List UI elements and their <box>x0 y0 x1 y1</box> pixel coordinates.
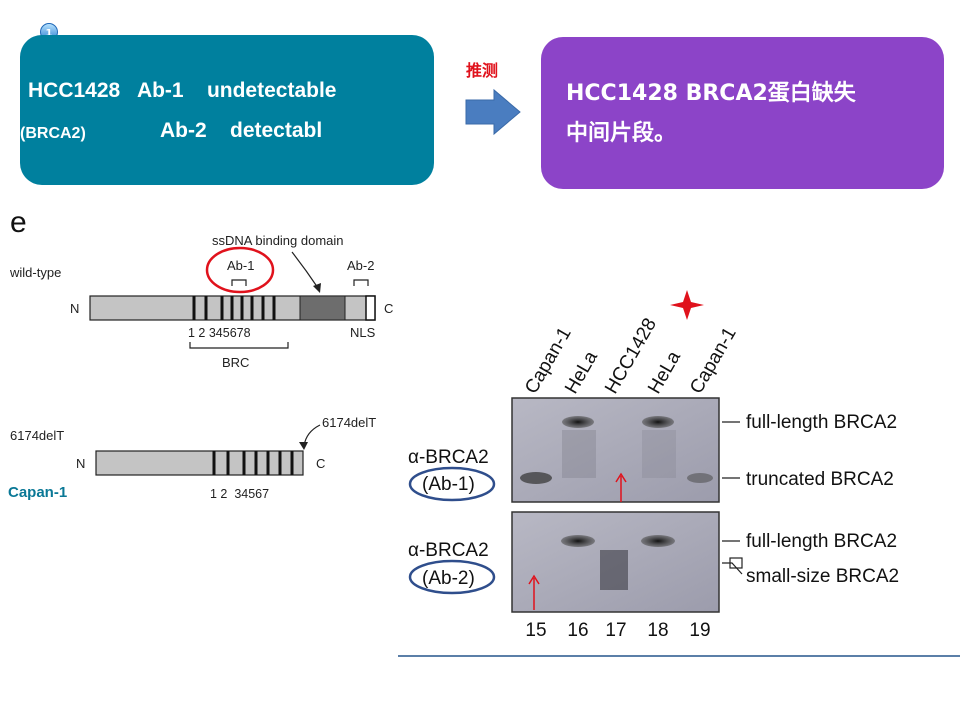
infer-label: 推测 <box>466 61 499 80</box>
band-fl-lane18-top <box>642 416 674 428</box>
brc-bracket <box>189 342 289 349</box>
band-trunc-lane19 <box>687 473 713 483</box>
lane-number-17: 17 <box>605 620 626 641</box>
band-fl-lane16-top <box>562 416 594 428</box>
lane-label-5: Capan-1 <box>686 324 741 398</box>
capan-1-label: Capan-1 <box>8 484 68 501</box>
nls-label: NLS <box>350 325 376 340</box>
wildtype-label: wild-type <box>9 265 61 280</box>
panel-letter: e <box>10 206 27 239</box>
mutant-protein-bar <box>95 450 304 476</box>
badge-number: 1 <box>46 28 53 39</box>
left-box-line1: HCC1428 Ab-1 undetectable <box>28 79 337 102</box>
right-arrow-icon <box>465 88 521 136</box>
lane-label-2: HeLa <box>561 347 602 397</box>
mut-n-label: N <box>76 456 85 471</box>
brca2-domain-diagram: e ssDNA binding domain Ab-1 Ab-2 wild-ty… <box>9 206 393 501</box>
label-full-length-bottom: full-length BRCA2 <box>746 531 897 552</box>
mutant-label-left: 6174delT <box>10 428 64 443</box>
right-box-line2: 中间片段。 <box>566 121 677 146</box>
ab2-bracket <box>353 279 369 286</box>
lane-number-19: 19 <box>689 620 710 641</box>
left-summary-box: HCC1428 Ab-1 undetectable (BRCA2) Ab-2 d… <box>20 35 434 185</box>
ab1-highlight-circle <box>205 246 275 294</box>
wt-c-label: C <box>384 301 393 316</box>
right-conclusion-box: HCC1428 BRCA2蛋白缺失 中间片段。 <box>541 37 944 189</box>
ab2-antibody-sub: (Ab-2) <box>422 568 475 589</box>
brc-label: BRC <box>222 355 249 370</box>
band-fl-lane16-bottom <box>561 535 595 547</box>
lane-label-4: HeLa <box>644 347 685 397</box>
band-trunc-lane15 <box>520 472 552 484</box>
lane-number-15: 15 <box>525 620 546 641</box>
band-fl-lane18-bottom <box>641 535 675 547</box>
mutant-brc-repeats <box>212 451 294 475</box>
western-blot-figure: Capan-1 HeLa HCC1428 HeLa Capan-1 α-BRCA… <box>408 290 899 641</box>
ab1-label: Ab-1 <box>227 258 254 273</box>
label-small-size: small-size BRCA2 <box>746 566 899 587</box>
ab2-label: Ab-2 <box>347 258 374 273</box>
label-full-length-top: full-length BRCA2 <box>746 412 897 433</box>
red-up-arrow-1 <box>615 472 627 502</box>
ab1-bracket <box>231 279 247 286</box>
band-small-lane17 <box>600 550 628 590</box>
ab1-antibody-sub: (Ab-1) <box>422 474 475 495</box>
domain-label: ssDNA binding domain <box>212 233 344 248</box>
wt-n-label: N <box>70 301 79 316</box>
bottom-divider <box>398 655 960 657</box>
ab1-highlight-ellipse <box>408 466 496 502</box>
left-box-line2-small: (BRCA2) <box>20 125 86 142</box>
ab1-antibody-label: α-BRCA2 <box>408 447 489 468</box>
mutant-numbers: 1 2 34567 <box>210 487 269 501</box>
right-box-line1: HCC1428 BRCA2蛋白缺失 <box>566 81 856 106</box>
red-star-icon <box>670 290 704 320</box>
label-truncated: truncated BRCA2 <box>746 469 894 490</box>
ab2-antibody-label: α-BRCA2 <box>408 540 489 561</box>
gel-panel-ab1 <box>511 397 720 503</box>
ssdna-domain-block <box>299 295 346 321</box>
lane-number-18: 18 <box>647 620 668 641</box>
red-up-arrow-2 <box>528 574 540 610</box>
domain-pointer-arrow <box>291 251 319 289</box>
left-box-line2-main: Ab-2 detectabl <box>160 119 323 142</box>
brc-numbers: 1 2 345678 <box>188 326 251 340</box>
ab2-highlight-ellipse <box>408 559 496 595</box>
wt-brc-repeats <box>192 296 276 320</box>
nls-block <box>365 295 376 321</box>
mutant-label-right: 6174delT <box>322 415 376 430</box>
lane-number-16: 16 <box>567 620 588 641</box>
mut-c-label: C <box>316 456 325 471</box>
